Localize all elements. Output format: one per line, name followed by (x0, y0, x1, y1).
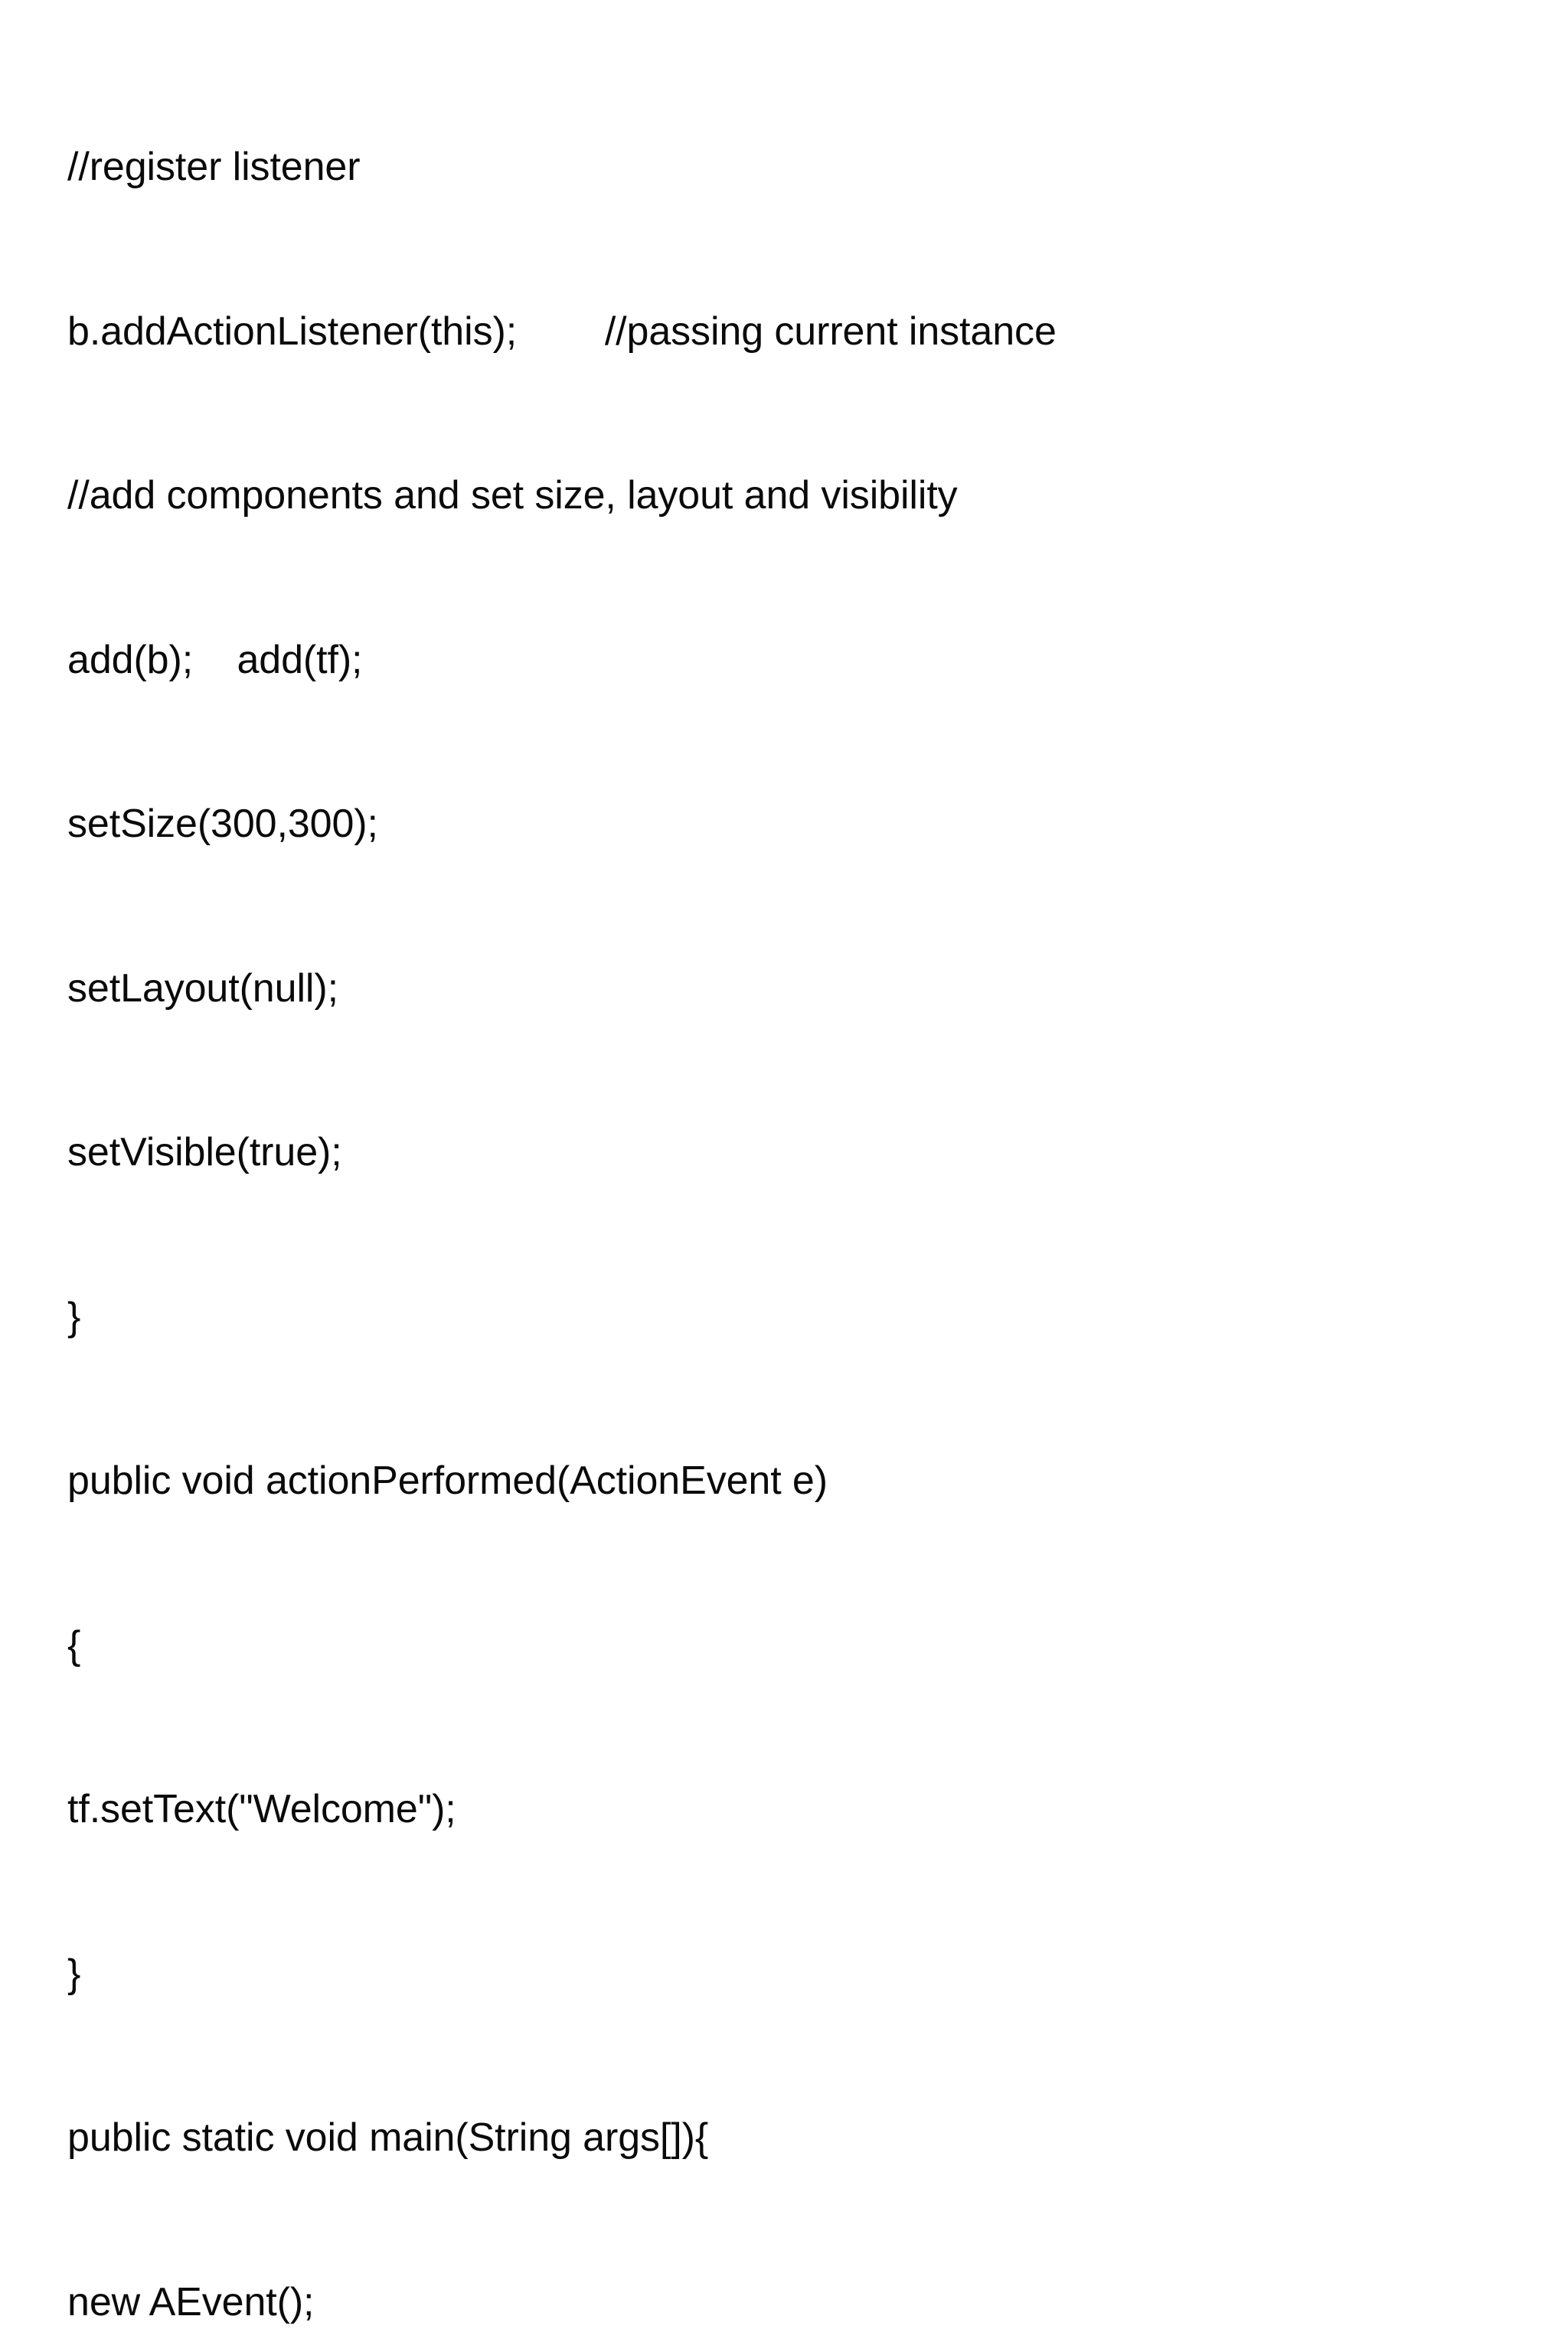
code-line: tf.setText("Welcome"); (67, 1787, 456, 1831)
code-line: //add components and set size, layout an… (67, 473, 958, 518)
code-line: //register listener (67, 145, 361, 189)
code-line: b.addActionListener(this); //passing cur… (67, 309, 1057, 354)
code-line: } (67, 1294, 81, 1339)
slide-canvas: //register listener b.addActionListener(… (67, 145, 1057, 2324)
code-line: } (67, 1951, 81, 1996)
code-line: { (67, 1622, 81, 1668)
code-line: new AEvent(); (67, 2279, 315, 2324)
code-line: setSize(300,300); (67, 802, 378, 846)
code-line: setLayout(null); (67, 965, 338, 1011)
code-line: public static void main(String args[]){ (67, 2115, 709, 2160)
code-block: //register listener b.addActionListener(… (67, 31, 1522, 2352)
code-line: setVisible(true); (67, 1130, 342, 1174)
code-line: public void actionPerformed(ActionEvent … (67, 1459, 828, 1503)
code-line: add(b); add(tf); (67, 637, 363, 682)
